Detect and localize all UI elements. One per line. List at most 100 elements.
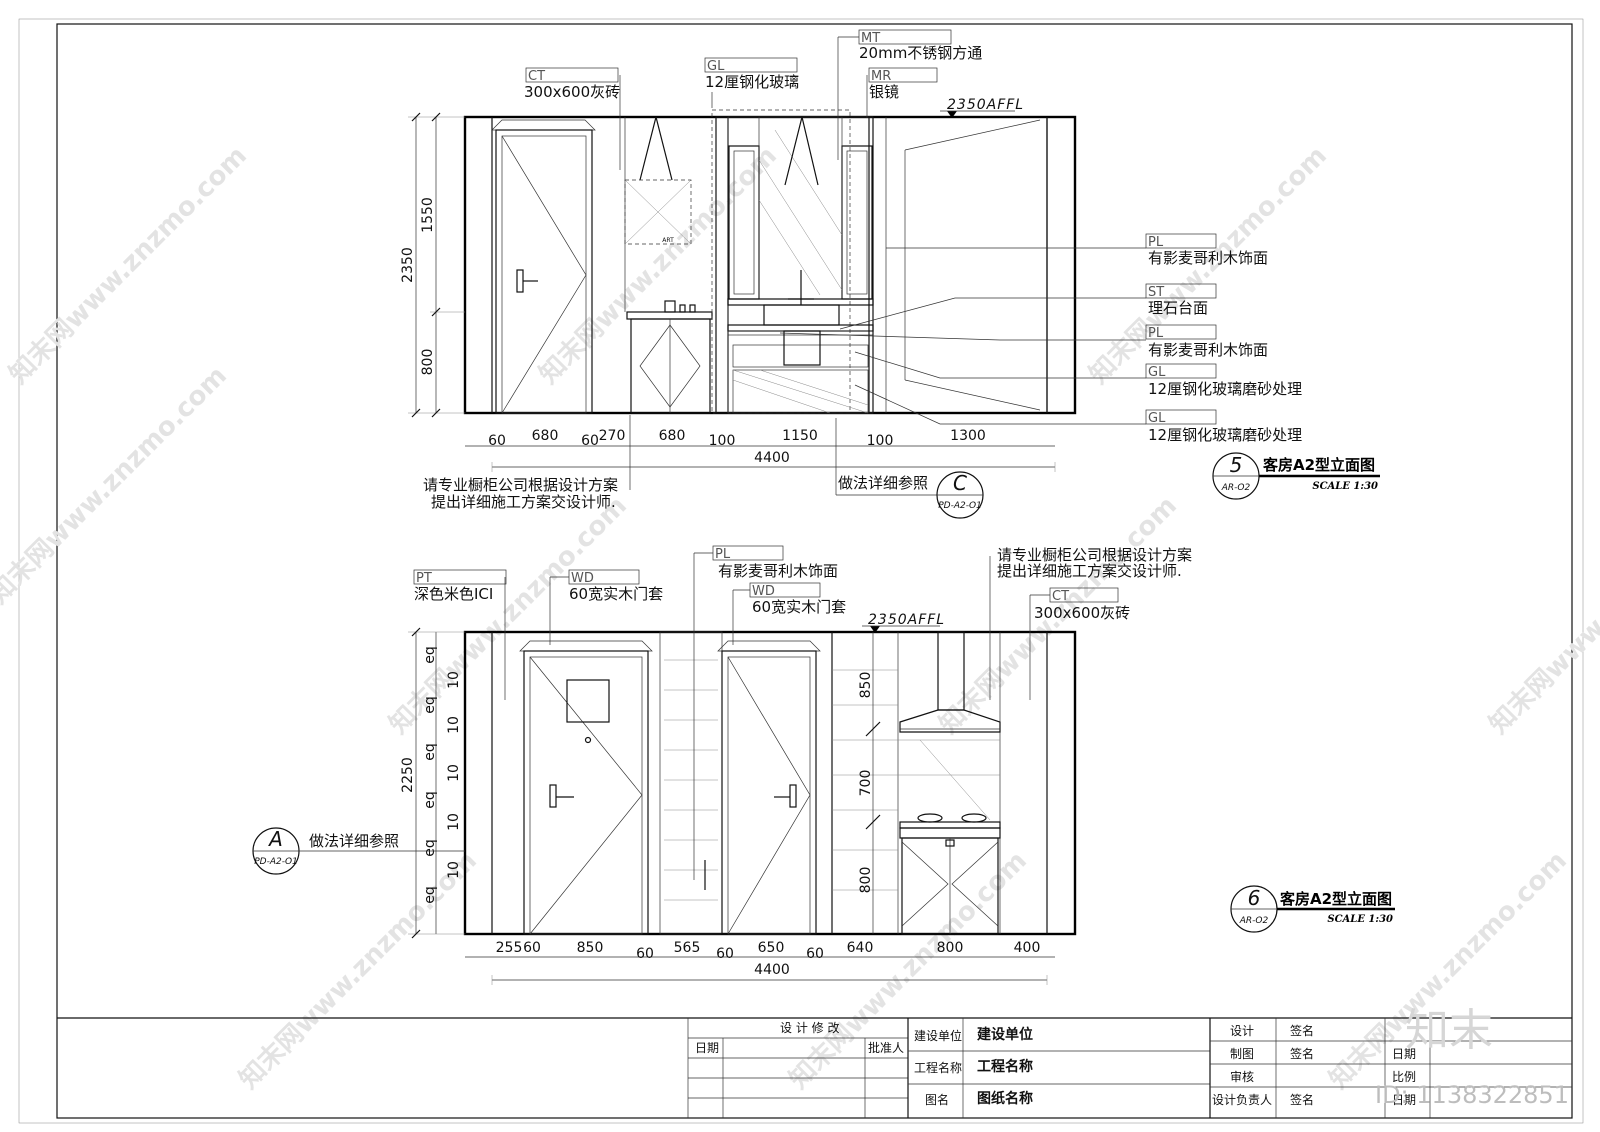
title-block: 设 计 修 改 日期 批准人 建设单位 建设单位 工程名称 工程名称 图名 图纸… [57,1005,1572,1118]
left-cabinet [626,300,713,414]
horizontal-dimensions-5: 60 680 60 270 680 100 1150 100 1300 4400 [465,428,1056,472]
svg-text:设计: 设计 [1230,1024,1254,1038]
svg-text:60: 60 [488,433,506,449]
svg-text:60: 60 [581,433,599,449]
svg-text:10: 10 [446,813,462,831]
svg-text:12厘钢化玻璃磨砂处理: 12厘钢化玻璃磨砂处理 [1148,380,1302,398]
tag-ct-6: CT 300x600灰砖 [1029,587,1130,700]
svg-text:做法详细参照: 做法详细参照 [838,474,928,492]
svg-text:签名: 签名 [1290,1023,1314,1038]
svg-text:10: 10 [446,671,462,689]
svg-text:680: 680 [532,428,559,444]
svg-text:12厘钢化玻璃磨砂处理: 12厘钢化玻璃磨砂处理 [1148,426,1302,444]
tag-pl: PL 有影麦哥利木饰面 [693,545,838,880]
svg-text:PT: PT [416,571,432,586]
title-elevation-5: 5 AR-O2 客房A2型立面图 SCALE 1:30 [1212,452,1380,500]
watermark-layer: 知末网www.znzmo.com 知末网www.znzmo.com 知末网www… [0,141,1600,1095]
tag-wd-1: WD 60宽实木门套 [549,569,663,645]
svg-text:800: 800 [937,940,964,956]
svg-text:比例: 比例 [1392,1070,1416,1084]
svg-text:20mm不锈钢方通: 20mm不锈钢方通 [859,44,982,62]
door-elevation-5 [491,119,596,414]
kitchen-wall [831,632,1001,934]
note-line-1: 请专业橱柜公司根据设计方案 [997,546,1192,564]
vertical-dimensions-6: 2250 eq eq eq eq eq eq 10 10 10 10 10 85… [400,627,881,939]
svg-text:有影麦哥利木饰面: 有影麦哥利木饰面 [718,562,838,580]
svg-text:60: 60 [716,946,734,962]
svg-text:做法详细参照: 做法详细参照 [309,832,399,850]
svg-text:300x600灰砖: 300x600灰砖 [1034,604,1130,622]
svg-text:CT: CT [1052,589,1069,604]
tag-mr: MR 银镜 [866,67,938,118]
svg-text:eq: eq [422,886,438,904]
svg-text:eq: eq [422,743,438,761]
svg-text:1550: 1550 [420,197,436,233]
svg-text:eq: eq [422,791,438,809]
elevation-6: 2350AFFL PT 深色米色ICI WD 60宽实木门套 PL 有影麦哥利木… [252,545,1395,985]
svg-text:有影麦哥利木饰面: 有影麦哥利木饰面 [1148,341,1268,359]
svg-text:800: 800 [420,349,436,376]
svg-text:有影麦哥利木饰面: 有影麦哥利木饰面 [1148,249,1268,267]
svg-text:日期: 日期 [1392,1093,1416,1107]
svg-text:640: 640 [847,940,874,956]
tag-gl: GL 12厘钢化玻璃 [704,57,799,108]
svg-text:WD: WD [752,584,775,599]
svg-text:GL: GL [1148,365,1166,380]
svg-text:工程名称: 工程名称 [914,1060,962,1075]
cooktop [899,813,1001,829]
svg-text:深色米色ICI: 深色米色ICI [414,585,493,603]
svg-text:60宽实木门套: 60宽实木门套 [752,598,846,616]
svg-text:A: A [267,827,283,851]
outer-border [18,18,1584,1124]
svg-text:GL: GL [1148,411,1166,426]
svg-text:PD-A2-O1: PD-A2-O1 [938,501,982,511]
svg-text:签名: 签名 [1290,1046,1314,1061]
svg-text:800: 800 [858,867,874,894]
watermark-text: 知末网www.znzmo.com [1484,491,1600,740]
svg-text:客房A2型立面图: 客房A2型立面图 [1262,456,1375,474]
revision-title: 设 计 修 改 [780,1020,839,1035]
svg-text:建设单位: 建设单位 [914,1028,962,1043]
svg-text:签名: 签名 [1290,1092,1314,1107]
svg-text:12厘钢化玻璃: 12厘钢化玻璃 [705,73,799,91]
kitchen-cabinet [899,827,1001,935]
level-label: 2350AFFL [868,612,945,628]
id-watermark: ID: 1138322851 [1375,1081,1569,1109]
inner-border [56,23,1573,1119]
svg-text:MT: MT [861,31,880,46]
svg-text:1150: 1150 [782,428,818,444]
svg-text:ST: ST [1148,285,1164,300]
level-label: 2350AFFL [947,97,1024,113]
glass-partition [711,109,851,414]
svg-text:设计负责人: 设计负责人 [1212,1093,1272,1107]
svg-text:850: 850 [858,672,874,699]
vertical-dimensions-5: 2350 1550 800 [400,112,465,418]
tag-right-list: PL 有影麦哥利木饰面 ST 理石台面 PL 有影麦哥利木饰面 GL 12厘钢化… [779,233,1302,444]
svg-text:700: 700 [858,770,874,797]
svg-text:650: 650 [758,940,785,956]
svg-text:建设单位: 建设单位 [977,1026,1033,1043]
svg-text:eq: eq [422,646,438,664]
svg-text:100: 100 [709,433,736,449]
svg-text:4400: 4400 [754,450,790,466]
tag-ct: CT 300x600灰砖 [524,67,621,170]
wood-panel [659,631,723,935]
svg-text:300x600灰砖: 300x600灰砖 [524,83,620,101]
vanity-zone [727,116,887,414]
svg-text:255: 255 [496,940,523,956]
svg-text:批准人: 批准人 [868,1040,904,1055]
svg-text:SCALE 1:30: SCALE 1:30 [1327,914,1393,925]
svg-text:SCALE 1:30: SCALE 1:30 [1312,481,1378,492]
svg-text:审核: 审核 [1230,1069,1254,1084]
note-line-1: 请专业橱柜公司根据设计方案 [423,476,618,494]
svg-text:日期: 日期 [695,1041,719,1055]
svg-text:60: 60 [523,940,541,956]
note-line-2: 提出详细施工方案交设计师. [997,562,1182,580]
svg-text:680: 680 [659,428,686,444]
svg-text:400: 400 [1014,940,1041,956]
svg-text:eq: eq [422,696,438,714]
svg-text:60: 60 [806,946,824,962]
svg-text:GL: GL [707,59,725,74]
watermark-text: 知末网www.znzmo.com [1324,846,1573,1095]
svg-text:PL: PL [715,547,731,562]
